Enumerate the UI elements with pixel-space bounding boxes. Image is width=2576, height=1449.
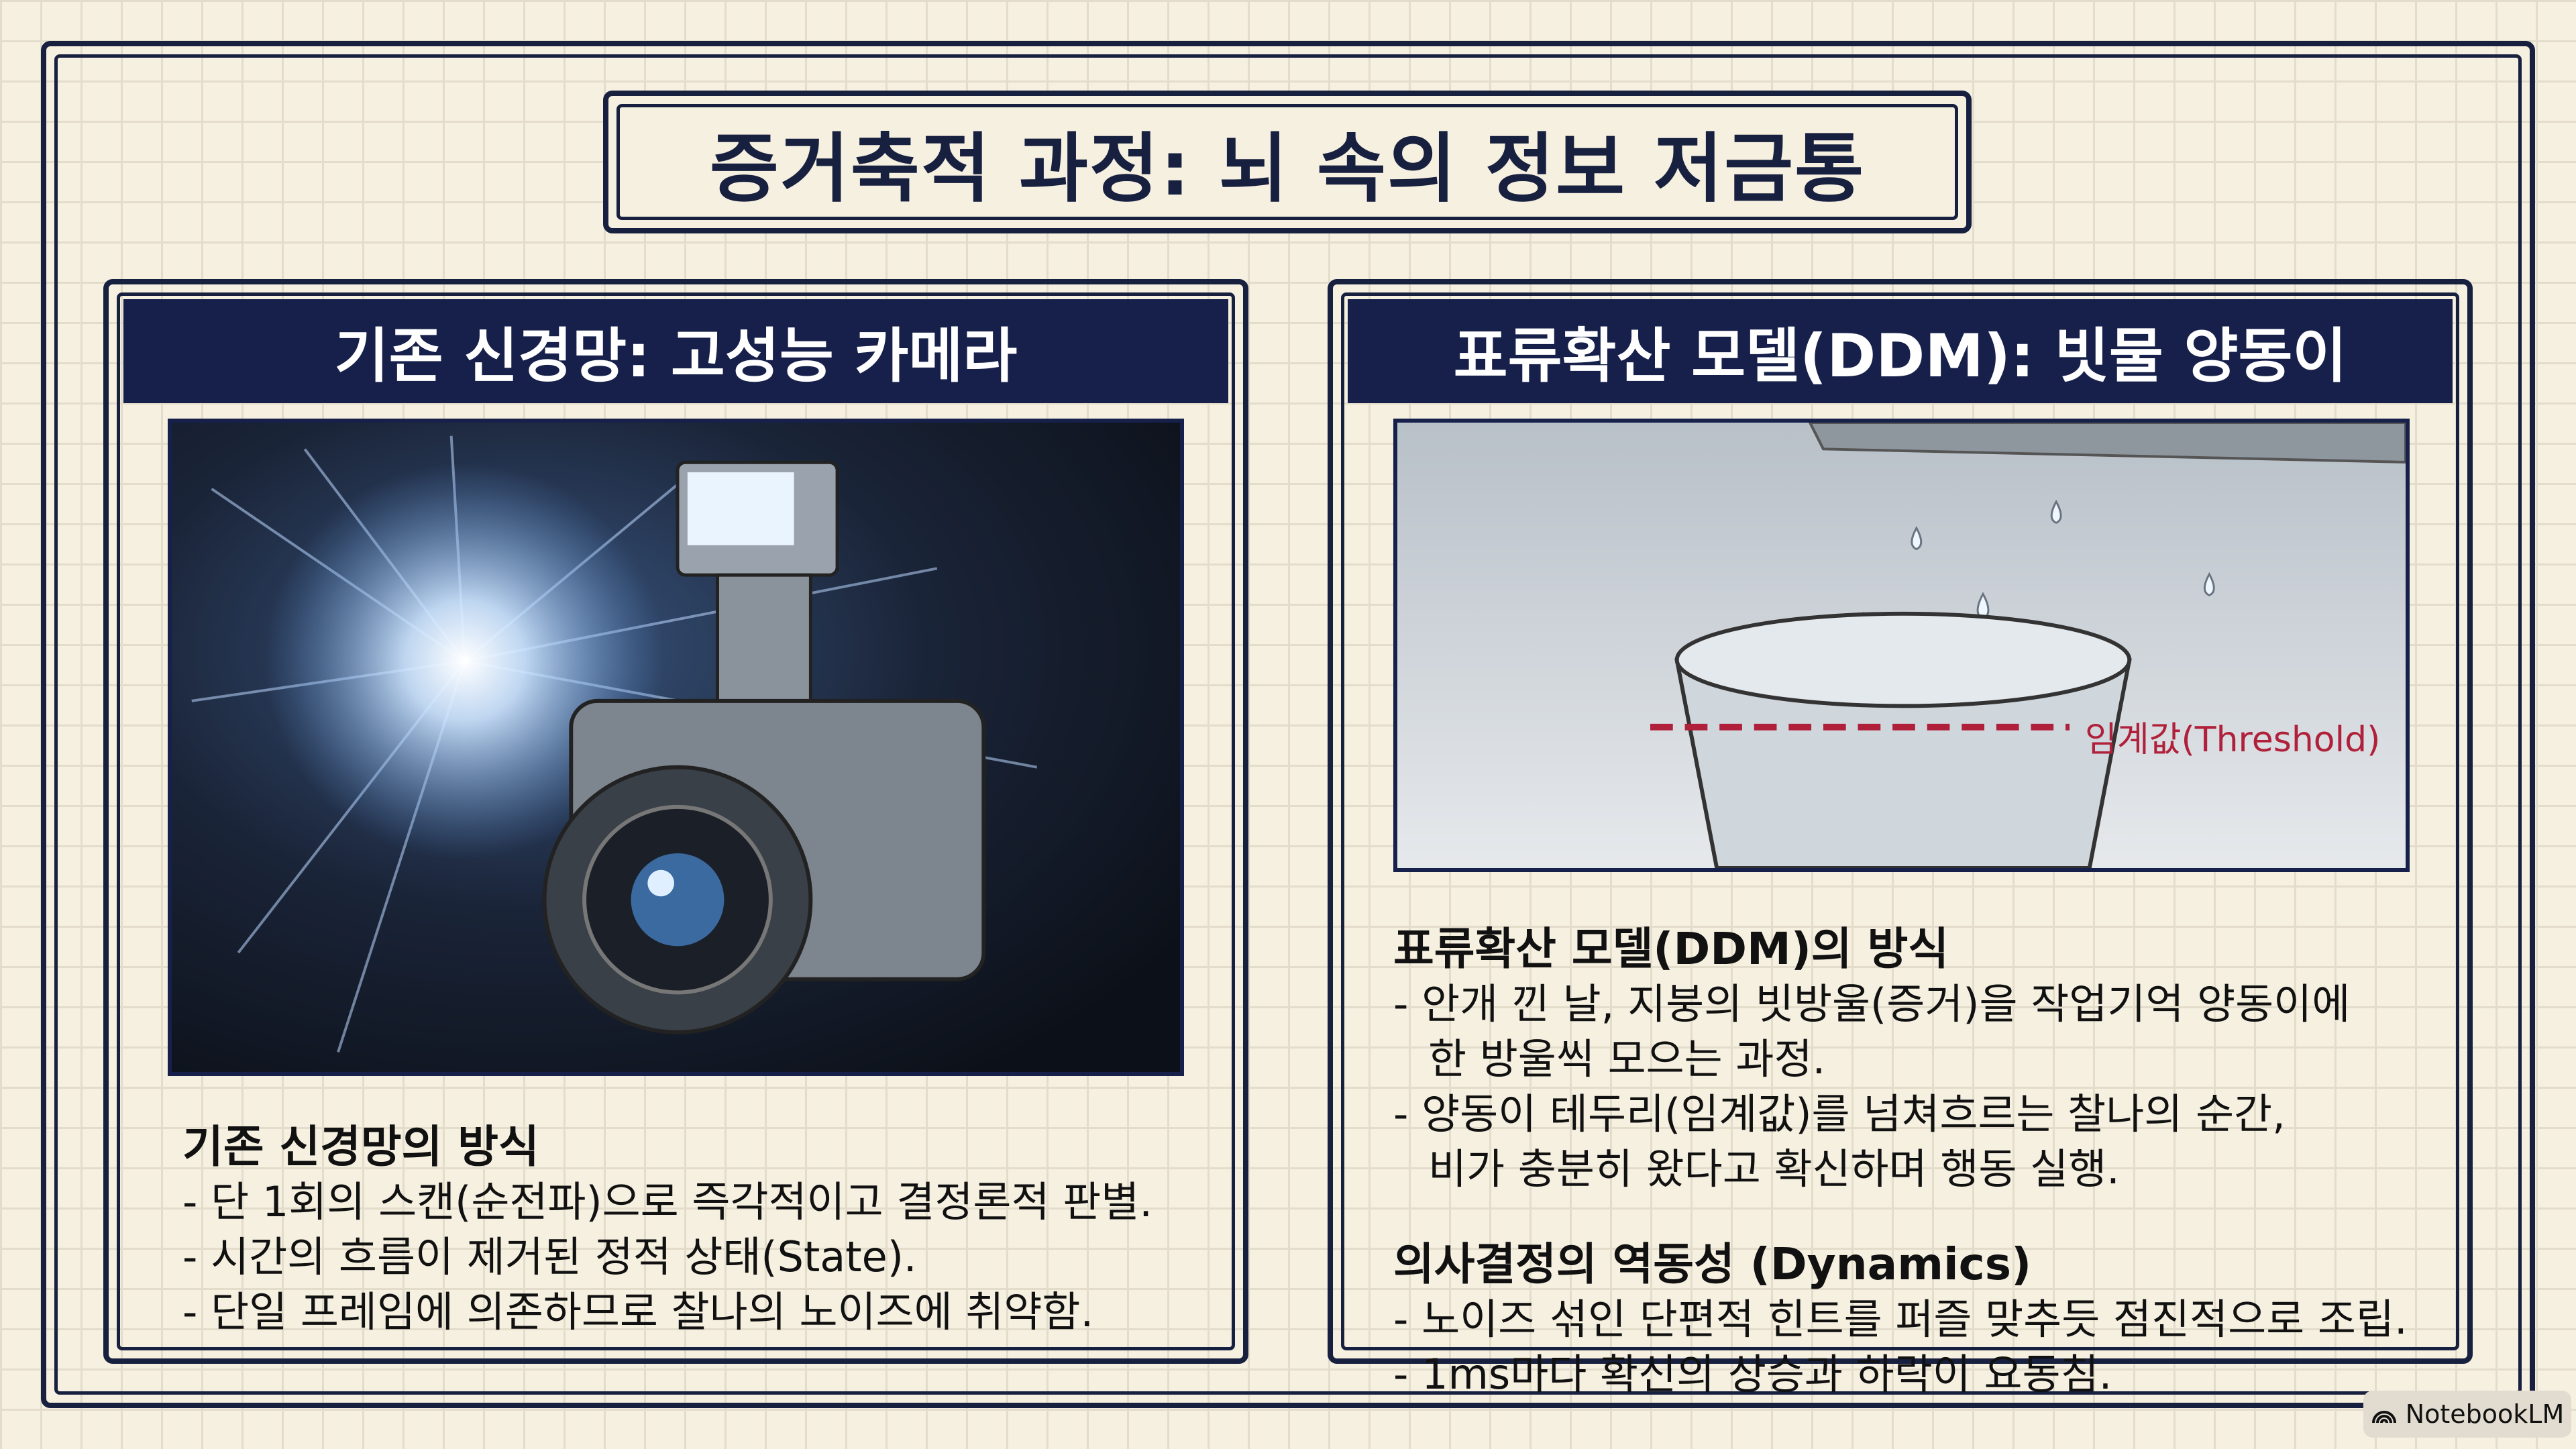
section-heading: 기존 신경망의 방식 bbox=[182, 1121, 539, 1173]
section-heading: 의사결정의 역동성 (Dynamics) bbox=[1393, 1238, 2032, 1290]
panel-neural-network: 기존 신경망: 고성능 카메라 기존 신경망의 방식 - 단 1회의 스캔(순전… bbox=[103, 279, 1248, 1364]
rain-bucket-illustration: 임계값(Threshold) bbox=[1393, 419, 2410, 872]
bullet: - 양동이 테두리(임계값)를 넘쳐흐르는 찰나의 순간, bbox=[1393, 1089, 2286, 1138]
panel-header: 표류확산 모델(DDM): 빗물 양동이 bbox=[1348, 299, 2453, 403]
bullet: - 단일 프레임에 의존하므로 찰나의 노이즈에 취약함. bbox=[182, 1287, 1094, 1336]
bullet: - 안개 낀 날, 지붕의 빗방울(증거)을 작업기억 양동이에 bbox=[1393, 979, 2351, 1028]
notebooklm-badge: NotebookLM bbox=[2363, 1391, 2571, 1438]
bullet-continued: 비가 충분히 왔다고 확신하며 행동 실행. bbox=[1428, 1144, 2120, 1193]
badge-label: NotebookLM bbox=[2405, 1399, 2565, 1429]
bullet: - 1ms마다 확신의 상승과 하락이 요동침. bbox=[1393, 1350, 2112, 1399]
page-title: 증거축적 과정: 뇌 속의 정보 저금통 bbox=[709, 125, 1866, 213]
bullet: - 단 1회의 스캔(순전파)으로 즉각적이고 결정론적 판별. bbox=[182, 1177, 1152, 1226]
notebooklm-logo-icon bbox=[2371, 1411, 2396, 1424]
bullet: - 노이즈 섞인 단편적 힌트를 퍼즐 맞추듯 점진적으로 조립. bbox=[1393, 1295, 2408, 1344]
camera-icon bbox=[542, 460, 986, 1034]
threshold-label: 임계값(Threshold) bbox=[2085, 720, 2381, 760]
neural-network-description: 기존 신경망의 방식 - 단 1회의 스캔(순전파)으로 즉각적이고 결정론적 … bbox=[182, 1120, 1152, 1340]
panel-ddm: 표류확산 모델(DDM): 빗물 양동이 임계값(Threshold) 표류확산… bbox=[1328, 279, 2473, 1399]
outer-frame bbox=[41, 41, 2535, 1408]
section-heading: 표류확산 모델(DDM)의 방식 bbox=[1393, 923, 1949, 975]
ddm-description: 표류확산 모델(DDM)의 방식 - 안개 낀 날, 지붕의 빗방울(증거)을 … bbox=[1393, 922, 2408, 1402]
bullet-continued: 한 방울씩 모으는 과정. bbox=[1428, 1034, 1826, 1083]
title-box: 증거축적 과정: 뇌 속의 정보 저금통 bbox=[603, 91, 1972, 233]
panel-header: 기존 신경망: 고성능 카메라 bbox=[123, 299, 1228, 403]
bullet: - 시간의 흐름이 제거된 정적 상태(State). bbox=[182, 1232, 917, 1281]
camera-illustration bbox=[168, 419, 1184, 1076]
